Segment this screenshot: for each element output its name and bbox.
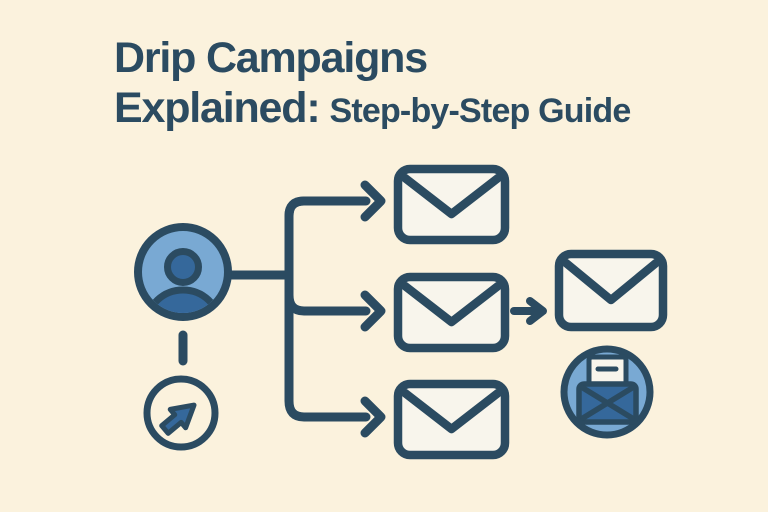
cursor-click-icon [143, 375, 219, 451]
arrowhead-bottom-icon [360, 396, 386, 438]
title-line-1: Drip Campaigns [114, 34, 428, 82]
followup-arrow-icon [510, 297, 547, 325]
title-subtitle: Step-by-Step Guide [329, 92, 631, 130]
connector-branch-middle [284, 290, 371, 316]
arrowhead-middle-icon [360, 290, 386, 332]
connector-branch-top [284, 196, 371, 221]
title-line-2: Explained:Step-by-Step Guide [114, 83, 631, 136]
envelope-icon-2 [393, 272, 510, 353]
arrowhead-top-icon [360, 180, 386, 222]
open-envelope-icon [560, 345, 654, 439]
page-title: Drip Campaigns Explained:Step-by-Step Gu… [114, 33, 631, 136]
envelope-icon-3 [393, 379, 510, 460]
envelope-icon-4 [554, 249, 668, 332]
user-icon [134, 223, 232, 321]
title-emphasis: Explained: [114, 84, 321, 132]
flow-connectors [225, 180, 386, 438]
envelope-icon-1 [393, 164, 510, 245]
